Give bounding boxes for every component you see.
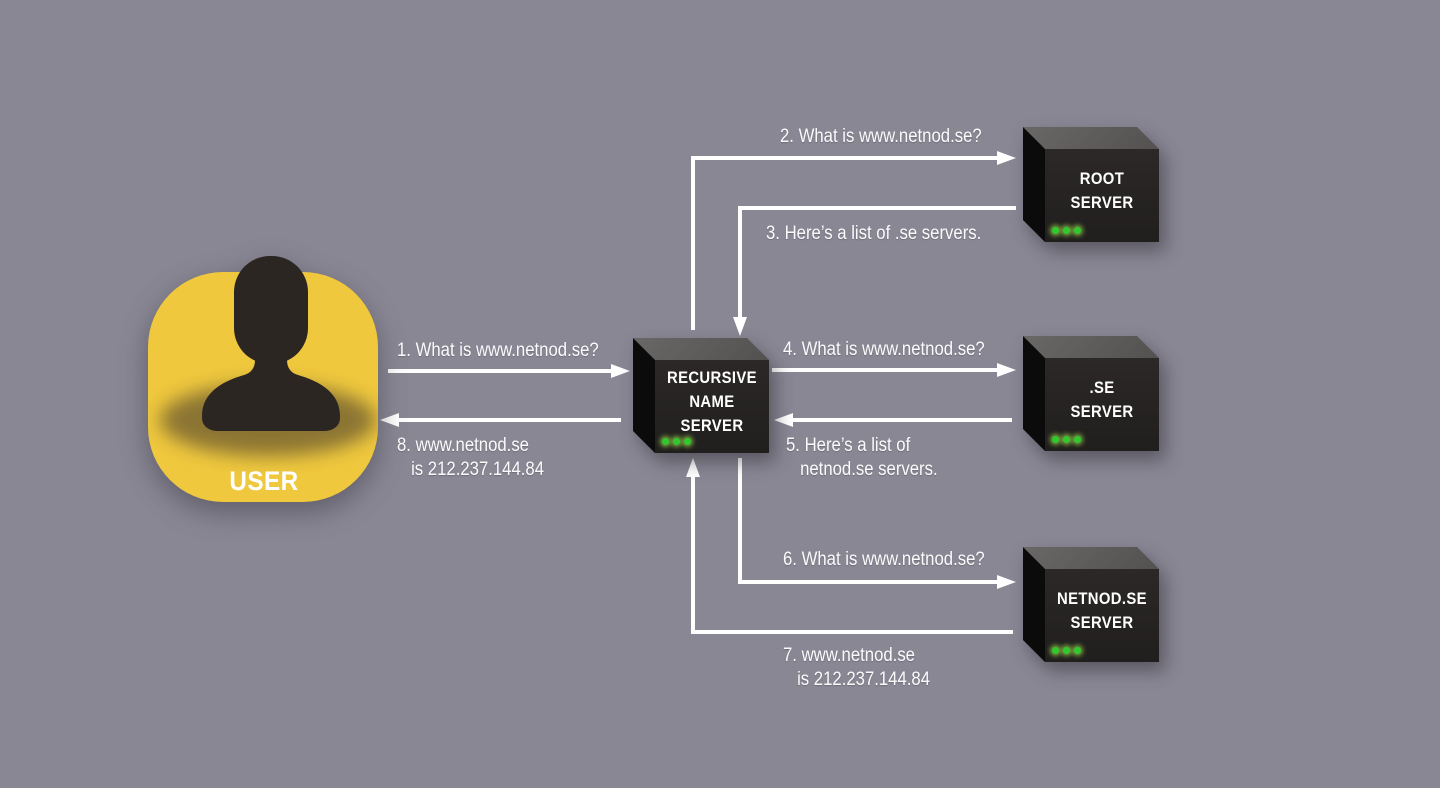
arrow-7-netnod-to-recursive — [686, 458, 1013, 634]
server-box-front-face: ROOT SERVER — [1045, 149, 1159, 242]
server-led-lights — [1052, 647, 1081, 654]
led-dot — [673, 438, 680, 445]
server-box-netnod: NETNOD.SE SERVER — [1023, 547, 1159, 662]
message-label-8: 8. www.netnod.se is 212.237.144.84 — [397, 435, 545, 480]
message-label-3: 3. Here’s a list of .se servers. — [766, 223, 982, 244]
server-box-top-face — [1023, 547, 1159, 569]
message-label-2: 2. What is www.netnod.se? — [780, 126, 982, 147]
arrow-4-recursive-to-se — [772, 363, 1016, 377]
message-label-1: 1. What is www.netnod.se? — [397, 340, 599, 361]
server-box-left-face — [1023, 336, 1045, 451]
led-dot — [1074, 227, 1081, 234]
server-led-lights — [1052, 227, 1081, 234]
led-dot — [1052, 227, 1059, 234]
user-label: USER — [229, 466, 299, 496]
led-dot — [684, 438, 691, 445]
server-led-lights — [662, 438, 691, 445]
server-box-recursive: RECURSIVE NAME SERVER — [633, 338, 769, 453]
server-box-top-face — [633, 338, 769, 360]
led-dot — [1052, 647, 1059, 654]
server-box-se: .SE SERVER — [1023, 336, 1159, 451]
server-box-front-face: .SE SERVER — [1045, 358, 1159, 451]
user-figure — [140, 248, 388, 510]
server-box-top-face — [1023, 336, 1159, 358]
message-label-4: 4. What is www.netnod.se? — [783, 339, 985, 360]
led-dot — [1074, 436, 1081, 443]
server-box-front-face: RECURSIVE NAME SERVER — [655, 360, 769, 453]
server-box-left-face — [1023, 547, 1045, 662]
arrow-2-recursive-to-root — [691, 151, 1016, 330]
server-led-lights — [1052, 436, 1081, 443]
arrow-8-recursive-to-user — [380, 413, 621, 427]
led-dot — [1063, 227, 1070, 234]
server-label-netnod: NETNOD.SE SERVER — [1057, 589, 1147, 632]
server-box-left-face — [633, 338, 655, 453]
server-box-root: ROOT SERVER — [1023, 127, 1159, 242]
server-label-se: .SE SERVER — [1070, 378, 1134, 421]
led-dot — [662, 438, 669, 445]
led-dot — [1063, 436, 1070, 443]
arrow-5-se-to-recursive — [774, 413, 1012, 427]
message-label-6: 6. What is www.netnod.se? — [783, 549, 985, 570]
arrow-3-root-to-recursive — [733, 206, 1016, 336]
led-dot — [1074, 647, 1081, 654]
server-label-recursive: RECURSIVE NAME SERVER — [667, 368, 757, 435]
led-dot — [1063, 647, 1070, 654]
server-box-top-face — [1023, 127, 1159, 149]
user-avatar-icon — [148, 256, 378, 502]
arrow-1-user-to-recursive — [388, 364, 630, 378]
message-label-7: 7. www.netnod.se is 212.237.144.84 — [783, 645, 931, 690]
message-label-5: 5. Here’s a list of netnod.se servers. — [786, 435, 938, 480]
server-box-left-face — [1023, 127, 1045, 242]
server-box-front-face: NETNOD.SE SERVER — [1045, 569, 1159, 662]
led-dot — [1052, 436, 1059, 443]
server-label-root: ROOT SERVER — [1070, 169, 1134, 212]
arrow-6-recursive-to-netnod — [738, 458, 1016, 589]
